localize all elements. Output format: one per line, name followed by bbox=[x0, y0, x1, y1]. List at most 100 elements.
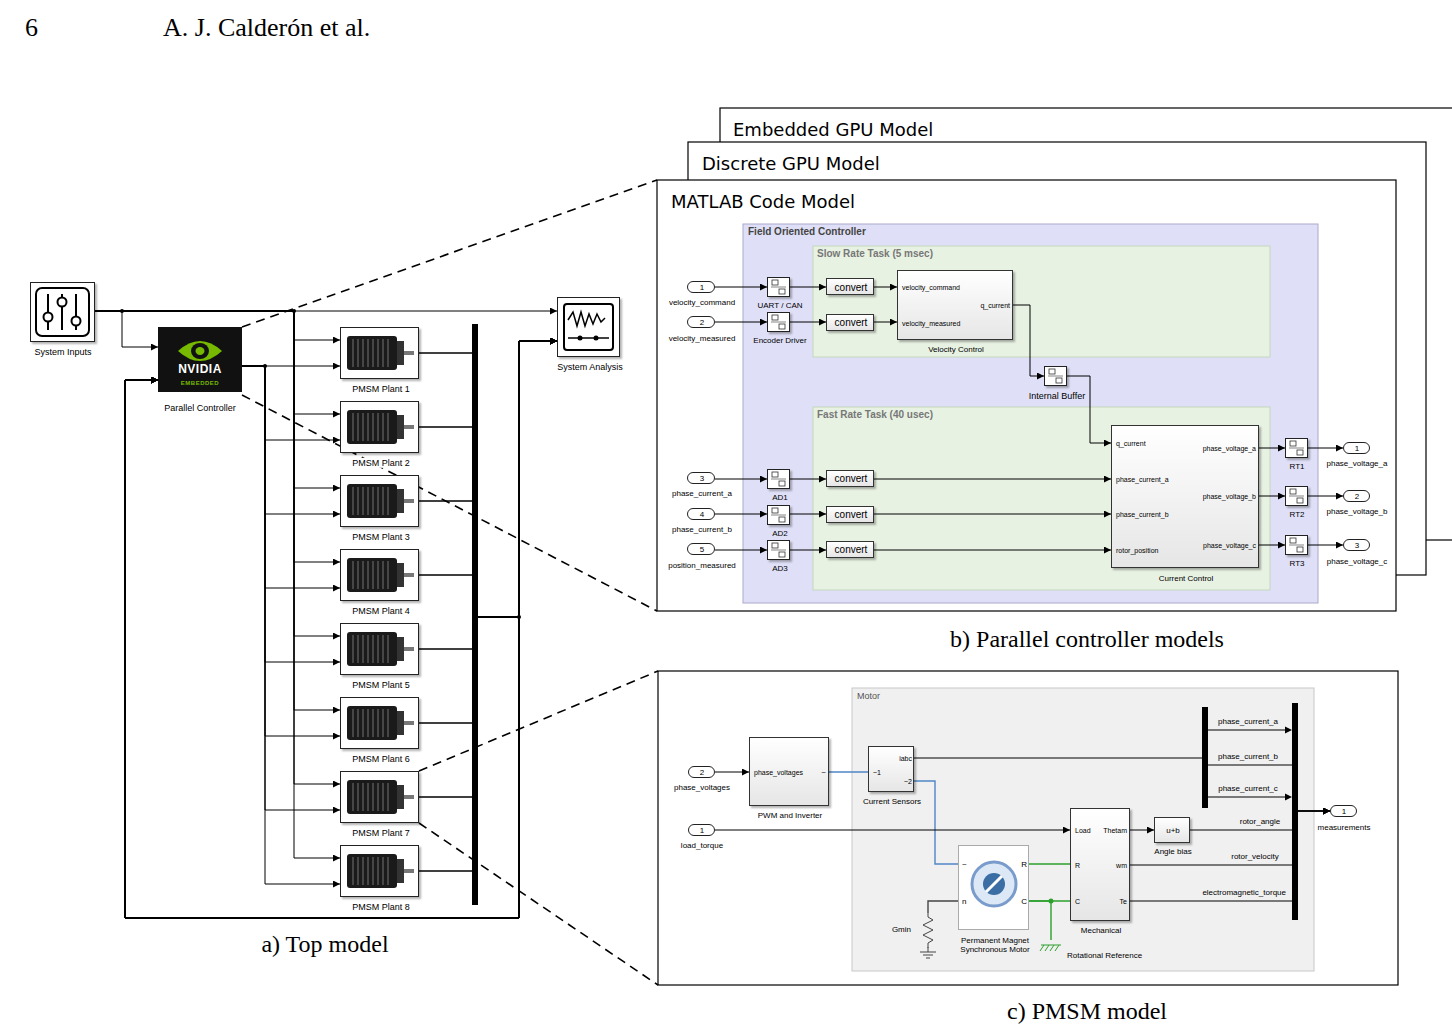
block-text: PMSM Plant 3 bbox=[350, 532, 412, 542]
input-icon bbox=[31, 283, 94, 341]
block-text: AD3 bbox=[772, 564, 788, 573]
icon-block: UART / CAN bbox=[767, 277, 790, 297]
pmsm-icon bbox=[959, 846, 1028, 929]
region: Field Oriented ControllerSlow Rate Task … bbox=[743, 224, 1318, 603]
zoom-line bbox=[242, 180, 658, 985]
block-text: iabc bbox=[899, 755, 912, 763]
function-block: u+bAngle bias bbox=[1154, 817, 1190, 843]
region: MATLAB Code ModelField Oriented Controll… bbox=[657, 180, 1396, 611]
block-text: ~ bbox=[821, 768, 826, 777]
block-text: C bbox=[1021, 897, 1027, 906]
function-block: convert bbox=[826, 470, 874, 487]
signal-line bbox=[95, 311, 340, 340]
rate-transition-icons bbox=[1285, 535, 1308, 555]
port-oval: 3phase_current_a bbox=[687, 472, 715, 484]
block-text: convert bbox=[835, 317, 868, 329]
resistor-symbol bbox=[920, 947, 936, 958]
icon-block: PMSM Plant 4 bbox=[340, 549, 419, 601]
signal-line bbox=[1130, 811, 1330, 865]
signal-line bbox=[419, 341, 557, 871]
signal-wire bbox=[1208, 730, 1286, 797]
resistor-symbol bbox=[923, 913, 933, 948]
block-text: Rotational Reference bbox=[1067, 951, 1142, 960]
block-text: RT1 bbox=[1290, 462, 1305, 471]
block-text: wm bbox=[1116, 862, 1127, 870]
block-text: PMSM Plant 4 bbox=[350, 606, 412, 616]
block-text: R bbox=[1021, 860, 1027, 869]
signal-line bbox=[874, 287, 897, 288]
block-text: Parallel Controller bbox=[164, 403, 236, 413]
signal-line bbox=[125, 380, 519, 918]
function-block: q_currentphase_current_aphase_current_br… bbox=[1111, 425, 1259, 568]
input-icon bbox=[44, 313, 53, 322]
block-text: PWM and Inverter bbox=[758, 811, 822, 820]
plant-icons bbox=[341, 328, 418, 378]
bus-bar bbox=[472, 324, 1298, 920]
pmsm-frame bbox=[658, 671, 1398, 985]
zoom-line bbox=[242, 180, 658, 985]
block-text: phase_voltage_a bbox=[1327, 459, 1388, 468]
block-text: velocity_measured bbox=[902, 320, 960, 328]
signal-line bbox=[1259, 496, 1285, 497]
block-text: 1 bbox=[700, 826, 704, 835]
signal-line bbox=[95, 311, 340, 636]
port-oval: 2velocity_measured bbox=[687, 316, 715, 328]
block-text: System Inputs bbox=[34, 347, 91, 357]
block-text: Velocity Control bbox=[928, 345, 984, 354]
signal-line bbox=[914, 758, 1330, 811]
block-text: 2 bbox=[700, 768, 704, 777]
signal-line bbox=[1067, 376, 1111, 443]
pmsm-icon bbox=[959, 846, 1028, 929]
block-text: PMSM Plant 8 bbox=[350, 902, 412, 912]
signal-line bbox=[874, 322, 897, 323]
signal-line bbox=[125, 380, 519, 918]
scope-icon bbox=[594, 336, 599, 341]
block-text: ~ bbox=[962, 860, 967, 869]
signal-line bbox=[1029, 901, 1051, 940]
input-icon bbox=[72, 317, 81, 326]
signal-line bbox=[242, 366, 340, 736]
pmsm-frame bbox=[658, 671, 1398, 985]
signal-line bbox=[125, 380, 519, 918]
block-text: convert bbox=[835, 544, 868, 556]
block-text: Thetam bbox=[1103, 827, 1127, 835]
pmsm-icon bbox=[986, 876, 1002, 892]
scope-icon bbox=[558, 298, 619, 356]
block-text: 5 bbox=[700, 545, 704, 554]
ground-symbol bbox=[1040, 945, 1061, 951]
icon-block: Encoder Driver bbox=[767, 312, 790, 332]
signal-line bbox=[715, 772, 749, 773]
icon-block: RT3 bbox=[1285, 535, 1308, 555]
block-text: 3 bbox=[700, 474, 704, 483]
arrow-head bbox=[1285, 794, 1292, 801]
icon-block: System Analysis bbox=[557, 297, 620, 357]
icon-block: PMSM Plant 6 bbox=[340, 697, 419, 749]
plant-icons bbox=[341, 550, 418, 600]
icon-block: AD3 bbox=[767, 540, 790, 560]
block-text: Current Control bbox=[1159, 574, 1214, 583]
model-stack bbox=[657, 180, 1396, 611]
caption-text: 6 bbox=[25, 13, 38, 43]
icon-block: PMSM Plant 8 bbox=[340, 845, 419, 897]
signal-line bbox=[419, 341, 557, 723]
function-block: ~1iabc~2Current Sensors bbox=[868, 746, 914, 792]
function-block: convert bbox=[826, 314, 874, 331]
pmsm-icon bbox=[972, 862, 1016, 906]
block-text: Fast Rate Task (40 usec) bbox=[817, 409, 933, 421]
signal-line bbox=[419, 341, 557, 617]
signal-label: rotor_angle bbox=[1240, 817, 1280, 826]
signal-line bbox=[125, 380, 519, 918]
function-block: convert bbox=[826, 506, 874, 523]
signal-line bbox=[790, 479, 826, 480]
block-text: MATLAB Code Model bbox=[671, 192, 855, 213]
block-text: ~2 bbox=[904, 778, 912, 786]
function-block: velocity_commandvelocity_measuredq_curre… bbox=[897, 270, 1013, 340]
arrow-head bbox=[1285, 727, 1292, 801]
block-text: load_torque bbox=[681, 841, 723, 850]
icon-block: PMSM Plant 2 bbox=[340, 401, 419, 453]
block-text: UART / CAN bbox=[757, 301, 802, 310]
signal-line bbox=[1130, 811, 1330, 901]
block-text: Slow Rate Task (5 msec) bbox=[817, 248, 933, 260]
signal-line bbox=[419, 341, 557, 617]
signal-label: phase_current_c bbox=[1218, 784, 1278, 793]
